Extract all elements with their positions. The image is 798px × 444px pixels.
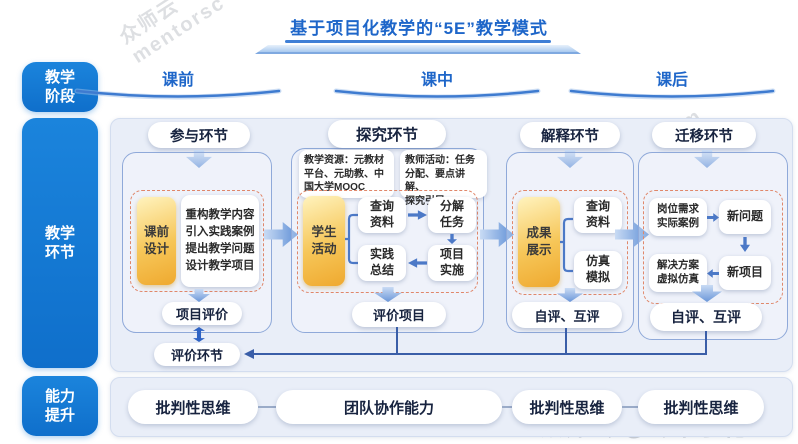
new-project-box: 新项目	[719, 256, 771, 290]
arrow-down-icon	[446, 234, 458, 244]
self-peer-evaluation-pill: 自评、互评	[512, 302, 622, 328]
feedback-line-horizontal	[254, 353, 707, 355]
stage-label-in-class: 课中	[420, 72, 453, 89]
ability-critical-thinking-1: 批判性思维	[128, 390, 258, 424]
row-label-ability: 能力 提升	[22, 376, 98, 436]
page-title: 基于项目化教学的“5E”教学模式	[290, 19, 548, 38]
arrow-down-icon	[739, 237, 751, 252]
feedback-line-vertical	[565, 328, 567, 354]
self-peer-evaluation-pill: 自评、互评	[650, 303, 762, 331]
query-materials-box: 查询 资料	[574, 197, 622, 233]
results-display-box: 成果 展示	[518, 197, 560, 287]
simulation-box: 仿真 模拟	[574, 251, 622, 289]
ability-critical-thinking-3: 批判性思维	[638, 390, 764, 424]
decompose-task-box: 分解 任务	[428, 197, 476, 233]
evaluate-project-pill: 评价项目	[352, 302, 446, 327]
evaluation-link-pill: 评价环节	[154, 343, 240, 366]
swoosh-underline-icon	[74, 88, 282, 100]
bracket-connector-icon	[560, 217, 573, 273]
double-arrow-vertical-icon	[193, 327, 205, 342]
feedback-line-vertical	[705, 331, 707, 354]
stage-label-after-class: 课后	[655, 72, 688, 89]
bracket-connector-icon	[345, 213, 358, 265]
swoosh-underline-icon	[333, 88, 541, 100]
watermark-topleft: 众师云 mentorsc	[115, 0, 230, 68]
project-evaluation-pill: 项目评价	[162, 302, 242, 325]
solution-box: 解决方案 虚拟仿真	[649, 254, 707, 292]
connector-line	[258, 406, 276, 408]
arrow-right-icon	[408, 210, 427, 220]
section-header-engage: 参与环节	[148, 122, 250, 148]
arrow-left-icon	[244, 349, 254, 359]
section-header-explain: 解释环节	[520, 122, 620, 148]
engage-content-box: 重构教学内容 引入实践案例 提出教学问题 设计教学项目	[181, 195, 259, 287]
project-implementation-box: 项目 实施	[428, 245, 476, 281]
row-label-teaching-links: 教学 环节	[22, 118, 98, 368]
ability-teamwork: 团队协作能力	[276, 390, 502, 424]
arrow-right-icon	[707, 213, 719, 222]
practice-summary-box: 实践 总结	[358, 245, 406, 281]
ability-critical-thinking-2: 批判性思维	[512, 390, 622, 424]
connector-line	[622, 406, 638, 408]
title-platform-line	[285, 40, 551, 43]
pre-class-design-box: 课前 设计	[137, 197, 176, 285]
query-materials-box: 查询 资料	[358, 197, 406, 233]
student-activity-box: 学生 活动	[303, 196, 345, 286]
connector-line	[502, 406, 512, 408]
new-problem-box: 新问题	[719, 200, 771, 234]
row-label-teaching-stage: 教学 阶段	[22, 62, 98, 112]
swoosh-underline-icon	[568, 88, 776, 100]
section-header-explore: 探究环节	[328, 120, 446, 148]
stage-label-pre-class: 课前	[161, 72, 194, 89]
job-requirements-box: 岗位需求 实际案例	[649, 198, 707, 236]
section-header-transfer: 迁移环节	[652, 122, 756, 148]
title-platform-trapezoid	[255, 45, 581, 54]
feedback-line-vertical	[396, 327, 398, 354]
